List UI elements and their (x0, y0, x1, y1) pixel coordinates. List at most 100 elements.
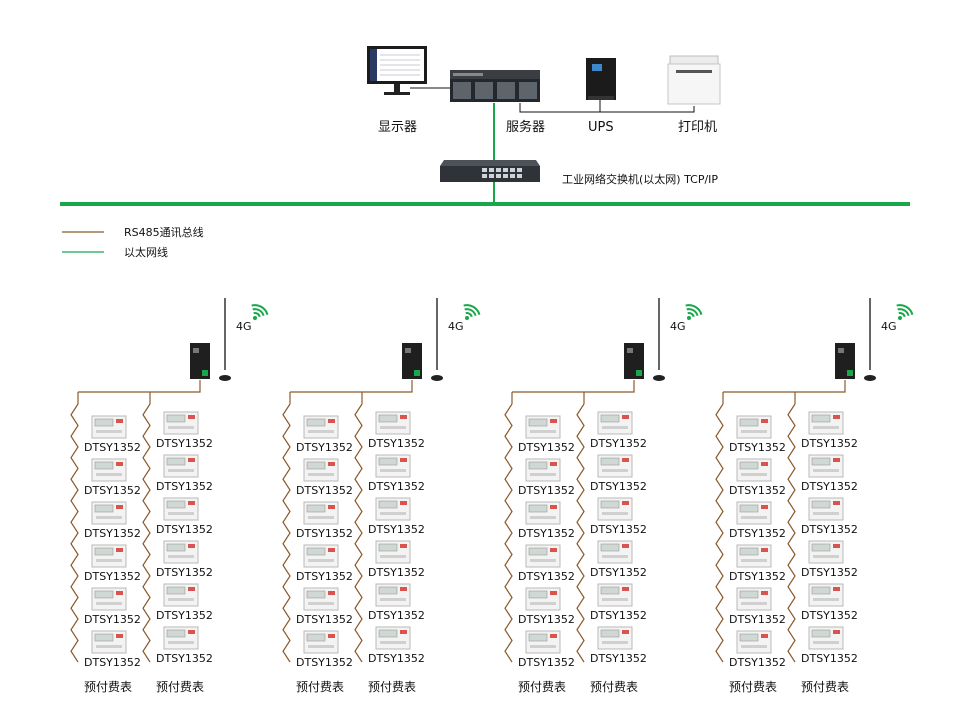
meter-model-label: DTSY1352 (590, 609, 647, 622)
meter-model-label: DTSY1352 (518, 656, 575, 669)
meter-icon (303, 501, 339, 525)
meter-icon (375, 540, 411, 564)
server-label: 服务器 (506, 120, 546, 135)
legend-ethernet-label: 以太网线 (124, 246, 168, 259)
signal-4g-label: 4G (448, 320, 464, 333)
meter-icon (597, 497, 633, 521)
rs485-daisy-chain (70, 403, 79, 663)
signal-4g-label: 4G (670, 320, 686, 333)
meter-model-label: DTSY1352 (590, 566, 647, 579)
meter-icon (736, 415, 772, 439)
gateway-icon (402, 343, 422, 379)
meter-icon (163, 583, 199, 607)
switch-label: 工业网络交换机(以太网) TCP/IP (562, 173, 719, 186)
meter-group (504, 298, 703, 663)
meter-icon (525, 501, 561, 525)
meter-model-label: DTSY1352 (518, 527, 575, 540)
gateway-icon (624, 343, 644, 379)
rs485-daisy-chain (715, 403, 724, 663)
antenna-base (864, 375, 876, 381)
printer-icon (667, 55, 721, 105)
meter-icon (525, 415, 561, 439)
meter-icon (163, 540, 199, 564)
meter-icon (91, 587, 127, 611)
meter-icon (808, 411, 844, 435)
meter-model-label: DTSY1352 (84, 527, 141, 540)
meter-model-label: DTSY1352 (368, 523, 425, 536)
legend-rs485-label: RS485通讯总线 (124, 226, 204, 239)
wireless-signal-icon (463, 304, 481, 320)
meter-icon (525, 458, 561, 482)
meter-icon (808, 454, 844, 478)
meter-model-label: DTSY1352 (518, 484, 575, 497)
meter-icon (597, 454, 633, 478)
meter-model-label: DTSY1352 (801, 609, 858, 622)
meter-icon (597, 540, 633, 564)
server-icon (450, 70, 540, 102)
meter-model-label: DTSY1352 (729, 613, 786, 626)
meter-icon (525, 630, 561, 654)
rs485-bus (512, 380, 635, 393)
meter-icon (303, 544, 339, 568)
meter-model-label: DTSY1352 (156, 523, 213, 536)
gateway-icon (190, 343, 210, 379)
meter-model-label: DTSY1352 (156, 480, 213, 493)
meter-icon (525, 587, 561, 611)
prepaid-meter-label: 预付费表 (155, 680, 204, 694)
meter-model-label: DTSY1352 (590, 480, 647, 493)
prepaid-meter-label: 预付费表 (83, 680, 132, 694)
gateway-icon (835, 343, 855, 379)
meter-model-label: DTSY1352 (156, 437, 213, 450)
meter-icon (91, 630, 127, 654)
meter-icon (736, 458, 772, 482)
meter-model-label: DTSY1352 (729, 656, 786, 669)
meter-model-label: DTSY1352 (296, 613, 353, 626)
printer-label: 打印机 (678, 120, 718, 135)
meter-icon (597, 411, 633, 435)
meter-model-label: DTSY1352 (84, 484, 141, 497)
monitor-label: 显示器 (378, 120, 418, 135)
meter-model-label: DTSY1352 (590, 523, 647, 536)
prepaid-meter-label: 预付费表 (517, 680, 566, 694)
prepaid-meter-label: 预付费表 (589, 680, 638, 694)
meter-icon (597, 583, 633, 607)
meter-icon (91, 415, 127, 439)
wireless-signal-icon (251, 304, 269, 320)
meter-icon (163, 454, 199, 478)
meter-model-label: DTSY1352 (296, 484, 353, 497)
meter-model-label: DTSY1352 (729, 441, 786, 454)
prepaid-meter-label: 预付费表 (295, 680, 344, 694)
meter-icon (808, 540, 844, 564)
meter-icon (736, 501, 772, 525)
rs485-daisy-chain (354, 403, 363, 663)
meter-model-label: DTSY1352 (368, 437, 425, 450)
meter-icon (736, 544, 772, 568)
meter-model-label: DTSY1352 (368, 609, 425, 622)
antenna-base (219, 375, 231, 381)
prepaid-meter-label: 预付费表 (728, 680, 777, 694)
meter-model-label: DTSY1352 (84, 570, 141, 583)
meter-icon (736, 630, 772, 654)
rs485-daisy-chain (282, 403, 291, 663)
meter-model-label: DTSY1352 (368, 566, 425, 579)
meter-model-label: DTSY1352 (84, 656, 141, 669)
meter-icon (303, 458, 339, 482)
meter-icon (808, 626, 844, 650)
rs485-daisy-chain (576, 403, 585, 663)
meter-model-label: DTSY1352 (368, 652, 425, 665)
meter-model-label: DTSY1352 (156, 609, 213, 622)
rs485-daisy-chain (787, 403, 796, 663)
switch-icon (440, 160, 540, 182)
prepaid-meter-label: 预付费表 (367, 680, 416, 694)
meter-model-label: DTSY1352 (801, 437, 858, 450)
meter-icon (375, 497, 411, 521)
wireless-signal-icon (896, 304, 914, 320)
meter-model-label: DTSY1352 (801, 523, 858, 536)
meter-icon (303, 587, 339, 611)
meter-model-label: DTSY1352 (156, 652, 213, 665)
meter-model-label: DTSY1352 (296, 441, 353, 454)
meter-model-label: DTSY1352 (729, 527, 786, 540)
meter-model-label: DTSY1352 (296, 527, 353, 540)
meter-model-label: DTSY1352 (729, 570, 786, 583)
